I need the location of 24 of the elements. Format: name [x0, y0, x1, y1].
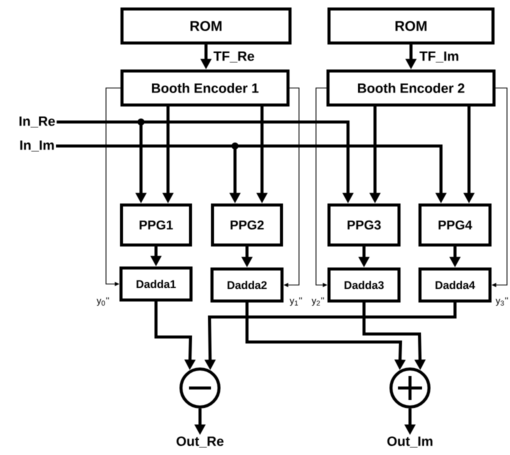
output-label: Out_Re [176, 436, 224, 448]
edge-label: y$_{0}$'' [95, 296, 111, 307]
input-label: In_Im [20, 140, 54, 152]
ppg-box: PPG2 [210, 203, 284, 247]
edge-label: TF_Re [212, 50, 256, 64]
input-label: In_Re [20, 116, 55, 128]
encoder-box: Booth Encoder 2 [326, 69, 496, 107]
edge-label: y$_{3}$'' [494, 296, 510, 307]
ppg-box: PPG1 [120, 203, 192, 247]
encoder-box: Booth Encoder 1 [120, 69, 290, 107]
rom-box: ROM [120, 7, 292, 45]
edge-label: y$_{1}$'' [288, 296, 304, 307]
edge-label: y$_{2}$'' [310, 296, 326, 307]
adder-tree-box: Dadda3 [327, 267, 401, 303]
edge-label: TF_Im [418, 50, 460, 64]
ppg-box: PPG4 [418, 203, 492, 247]
subtractor-circle [179, 367, 221, 409]
adder-tree-box: Dadda2 [210, 267, 284, 303]
adder-tree-box: Dadda4 [418, 267, 492, 303]
ppg-box: PPG3 [327, 203, 401, 247]
adder-tree-box: Dadda1 [119, 266, 193, 302]
output-label: Out_Im [387, 436, 432, 448]
adder-circle [389, 367, 431, 409]
rom-box: ROM [327, 7, 495, 45]
